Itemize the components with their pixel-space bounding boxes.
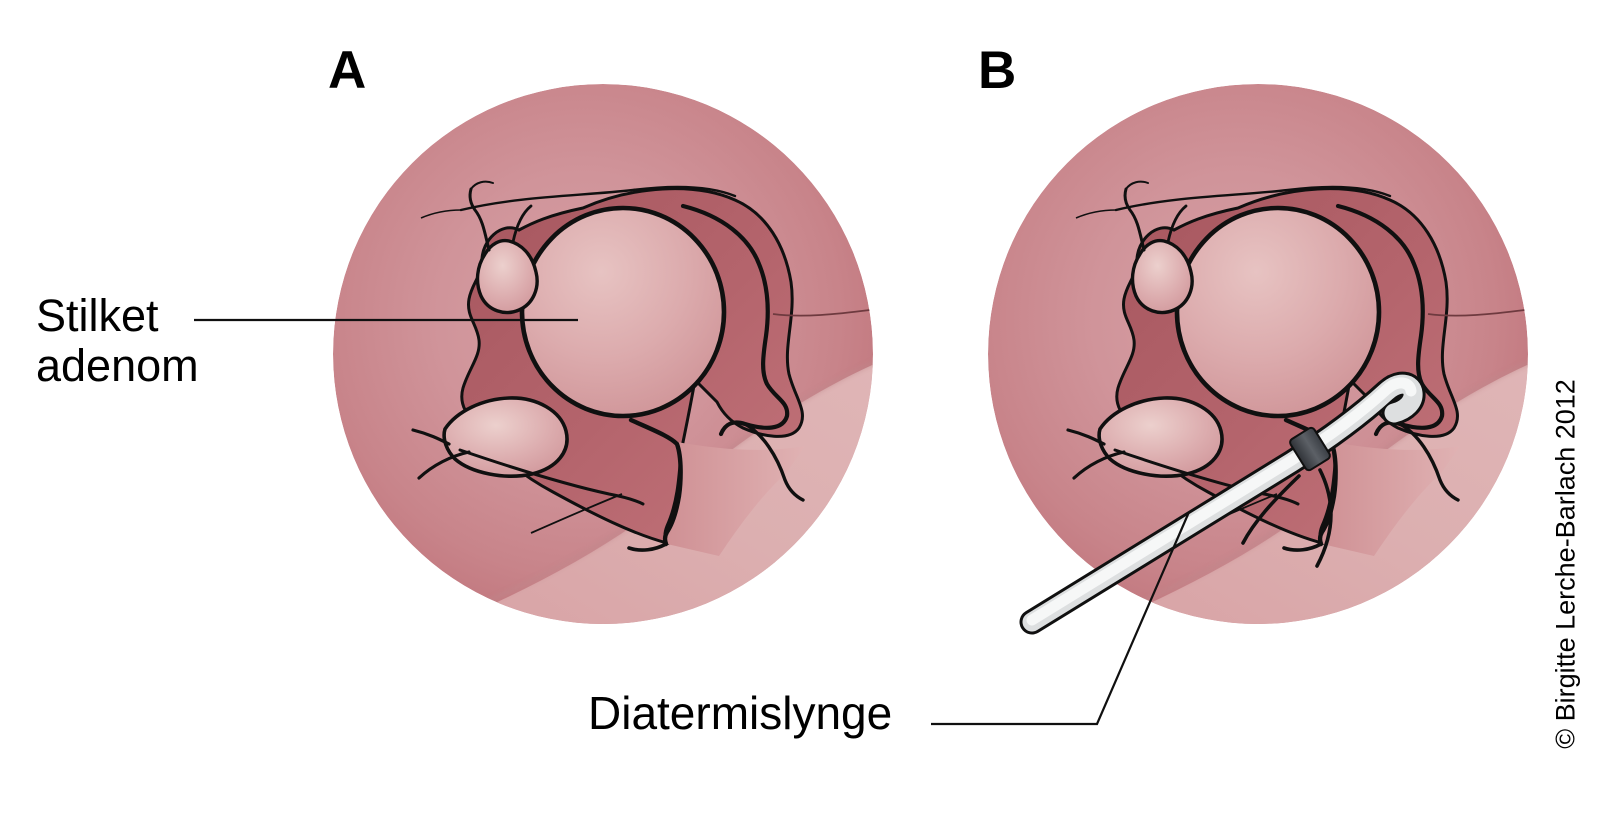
- panel-b-label: B: [978, 41, 1017, 100]
- diathermy-snare: [1019, 371, 1426, 635]
- snare-tip-band: [1289, 426, 1331, 472]
- snare-wire-loop-right: [1315, 468, 1333, 568]
- snare-wire-loop-left: [1241, 474, 1301, 545]
- snare-annotation-label: Diatermislynge: [588, 687, 893, 739]
- copyright-credit: © Birgitte Lerche-Barlach 2012: [1550, 379, 1581, 749]
- adenoma-annotation-label: Stilket adenom: [36, 290, 199, 391]
- panel-a-endoscopic-view: [333, 84, 923, 674]
- panel-a-label: A: [328, 41, 367, 100]
- leader-line-snare: [931, 511, 1191, 726]
